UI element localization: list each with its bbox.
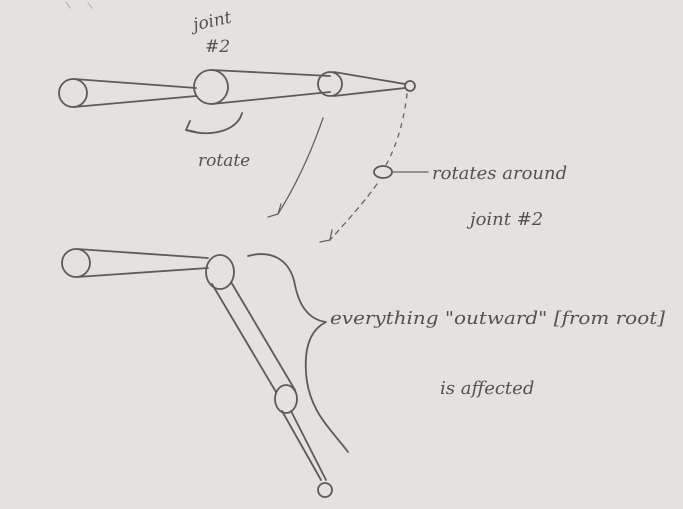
rotate-arc [185,112,243,134]
end-effector [404,80,416,92]
transition-arrow-right [319,183,378,243]
rotated-end-position [373,165,393,179]
end-effector-trajectory [385,93,408,166]
rotates-around-label-line2: joint #2 [466,209,543,230]
rotates-around-label-line1: rotates around [432,163,567,184]
bone-3 [333,71,406,97]
bone-2 [211,281,296,393]
rotate-arrowhead [185,120,197,133]
bottom-chain [61,248,333,498]
arrow-head [319,229,333,243]
top-chain [58,69,416,108]
joint-3 [317,71,343,97]
joint-label-line1: joint [187,8,233,36]
arrow-shaft [277,117,324,215]
root-joint [58,78,88,108]
joint-2 [193,69,229,105]
bone-3 [281,410,327,481]
transition-arrow-left [267,117,324,218]
bone-1 [76,248,209,278]
curly-brace [247,253,349,453]
root-joint [61,248,91,278]
affected-label-line1: everything "outward" [from root] [330,308,666,329]
rotate-arrow [185,112,243,134]
rotate-label: rotate [198,151,250,171]
joint-label-line2: #2 [205,37,230,57]
joint-2 [205,254,235,290]
bone-1 [73,78,197,108]
joint-3 [274,384,298,414]
end-effector [317,482,333,498]
bone-2 [211,69,331,105]
edge-scribble [65,1,93,9]
affected-label-line2: is affected [440,378,534,399]
arrow-head [267,203,282,218]
arrow-shaft [329,183,378,241]
